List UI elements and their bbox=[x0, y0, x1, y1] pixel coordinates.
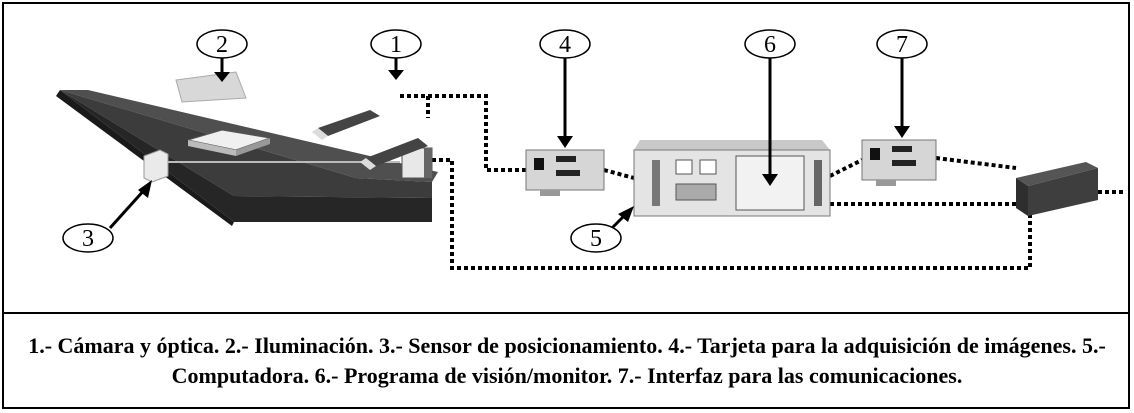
card4-to-computer-cable bbox=[603, 168, 635, 180]
camera-bottom bbox=[360, 138, 428, 170]
callout-6: 6 bbox=[744, 29, 796, 59]
callout-3: 3 bbox=[62, 223, 114, 253]
caption-divider bbox=[2, 312, 1130, 314]
callout-4-label: 4 bbox=[559, 32, 571, 58]
callout-7: 7 bbox=[876, 29, 928, 59]
machine-vision-diagram: 1 2 3 4 5 6 7 bbox=[56, 29, 1126, 270]
card7-to-interface-cable bbox=[935, 156, 1017, 170]
external-device bbox=[1016, 162, 1098, 216]
callout-5: 5 bbox=[570, 223, 622, 253]
computer-to-card7-cable bbox=[829, 158, 863, 178]
lighting-panel bbox=[175, 71, 247, 103]
callout-5-label: 5 bbox=[590, 226, 602, 252]
acquisition-card bbox=[525, 149, 605, 196]
conveyor-surface bbox=[60, 90, 432, 198]
callout-6-label: 6 bbox=[764, 32, 776, 58]
product-box bbox=[187, 129, 271, 156]
camera-cable bbox=[400, 94, 526, 172]
figure-caption: 1.- Cámara y óptica. 2.- Iluminación. 3.… bbox=[4, 314, 1130, 407]
caption-text: 1.- Cámara y óptica. 2.- Iluminación. 3.… bbox=[28, 332, 1106, 388]
callout-4: 4 bbox=[539, 29, 591, 59]
sensor-cable bbox=[432, 158, 1032, 270]
cables bbox=[400, 94, 1126, 270]
callout-7-label: 7 bbox=[896, 32, 908, 58]
callout-2: 2 bbox=[196, 29, 248, 59]
interface-card bbox=[861, 139, 937, 186]
camera-top bbox=[312, 110, 380, 140]
leader-arrows bbox=[108, 58, 910, 230]
callout-1: 1 bbox=[370, 29, 422, 59]
callout-3-label: 3 bbox=[82, 226, 94, 252]
callout-1-label: 1 bbox=[390, 32, 402, 58]
conveyor-front bbox=[60, 90, 432, 222]
callout-2-label: 2 bbox=[216, 32, 228, 58]
computer-unit bbox=[633, 140, 831, 217]
